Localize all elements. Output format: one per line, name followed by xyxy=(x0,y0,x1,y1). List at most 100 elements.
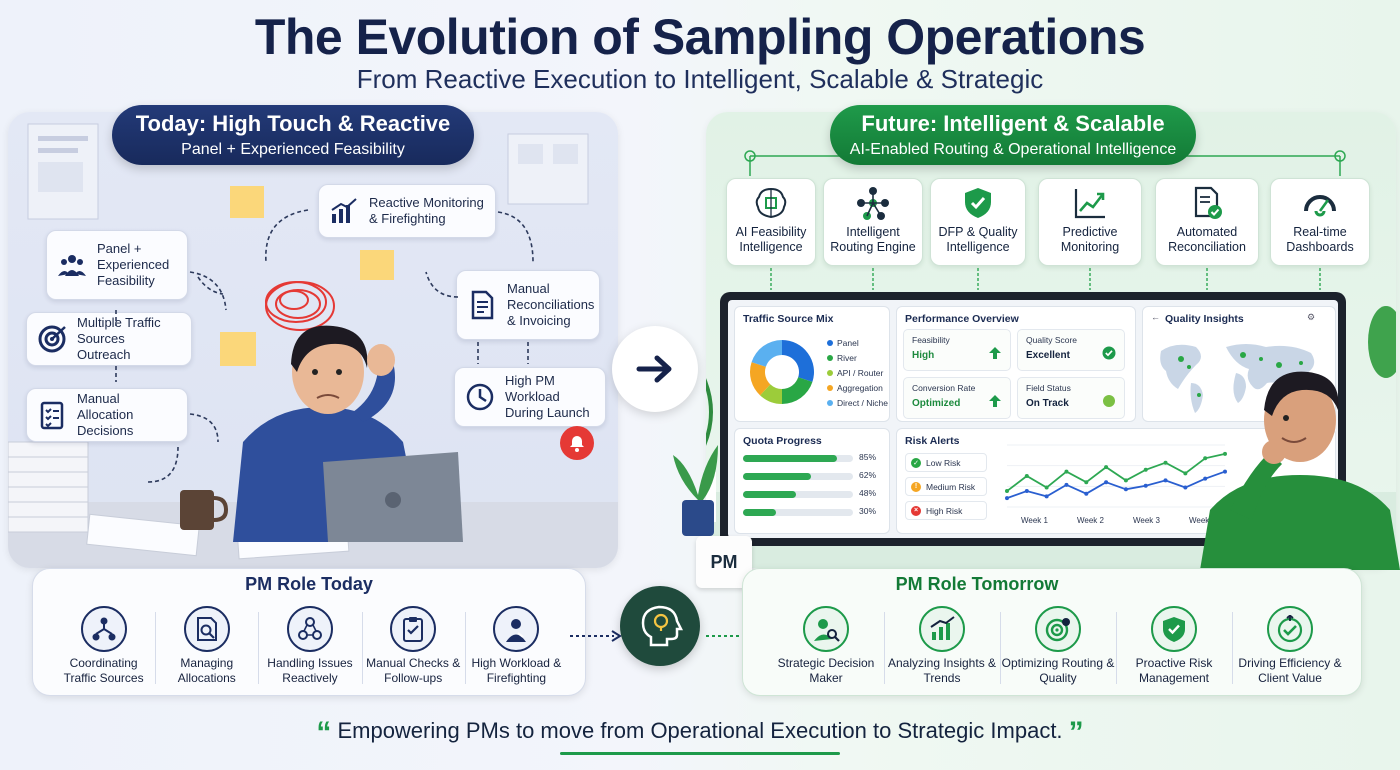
quota-title: Quota Progress xyxy=(743,435,822,447)
legend-item: API / Router xyxy=(827,365,891,380)
clipboard-check-icon xyxy=(390,606,437,652)
tile-ai-feasibility: AI Feasibility Intelligence xyxy=(726,178,816,266)
arrow-right-icon xyxy=(636,355,672,383)
today-panel: Panel + Experienced Feasibility Multiple… xyxy=(8,112,618,568)
role-item: Managing Allocations xyxy=(155,606,258,686)
alarm-bell-icon xyxy=(560,426,594,460)
week-tick-label: Week 2 xyxy=(1077,516,1105,525)
today-heading: Today: High Touch & Reactive xyxy=(135,111,451,136)
gauge-icon xyxy=(1304,195,1336,217)
role-label: Manual Checks & Follow-ups xyxy=(366,656,461,685)
card-reactive-monitoring: Reactive Monitoring & Firefighting xyxy=(318,184,496,238)
risk-level-badge[interactable]: ✓Low Risk xyxy=(905,453,987,472)
green-series-point xyxy=(1024,474,1029,478)
risk-level-label: High Risk xyxy=(926,505,963,516)
tile-routing-engine: Intelligent Routing Engine xyxy=(823,178,923,266)
risk-level-label: Medium Risk xyxy=(926,481,976,492)
people-icon xyxy=(57,250,87,280)
role-label: Managing Allocations xyxy=(177,656,236,685)
role-label: Analyzing Insights & Trends xyxy=(887,656,997,685)
divider xyxy=(361,612,363,684)
card-label: Manual Allocation Decisions xyxy=(77,391,134,438)
settings-icon[interactable]: ⚙ xyxy=(1307,312,1316,322)
back-icon[interactable]: ← xyxy=(1151,312,1160,322)
tile-label: Automated Reconciliation xyxy=(1168,225,1246,254)
kpi-value: High xyxy=(912,350,935,361)
card-label: High PM Workload During Launch xyxy=(505,373,590,420)
role-item: Coordinating Traffic Sources xyxy=(52,606,155,686)
divider xyxy=(1232,612,1233,684)
tile-label: DFP & Quality Intelligence xyxy=(938,225,1018,254)
page-subtitle: From Reactive Execution to Intelligent, … xyxy=(356,64,1044,94)
tile-label: Predictive Monitoring xyxy=(1060,225,1120,254)
legend-item: Aggregation xyxy=(827,380,891,395)
quota-track xyxy=(743,473,853,480)
divider xyxy=(1116,612,1117,684)
up-arrow-icon xyxy=(988,346,1002,360)
tile-label: AI Feasibility Intelligence xyxy=(735,225,807,254)
green-series-point xyxy=(1163,460,1168,465)
role-item: Analyzing Insights & Trends xyxy=(884,606,1000,686)
confident-pm-illustration xyxy=(1200,371,1400,570)
traffic-mix-donut xyxy=(750,340,814,404)
card-label: Reactive Monitoring & Firefighting xyxy=(369,195,484,226)
person-search-icon xyxy=(803,606,849,652)
pm-role-today-title: PM Role Today xyxy=(245,574,373,594)
green-series-point xyxy=(1223,451,1227,456)
card-traffic-sources: Multiple Traffic Sources Outreach xyxy=(26,312,192,366)
legend-swatch xyxy=(827,384,833,391)
blue-series-point xyxy=(1084,491,1089,496)
blue-series-point xyxy=(1044,494,1049,499)
risk-indicator-icon: ✓ xyxy=(911,457,921,468)
blue-series-point xyxy=(1223,469,1227,474)
document-icon xyxy=(467,290,497,320)
future-banner: Future: Intelligent & Scalable AI-Enable… xyxy=(830,105,1196,165)
donut-slice xyxy=(760,384,782,404)
quota-fill xyxy=(743,455,837,462)
role-label: Handling Issues Reactively xyxy=(267,656,353,685)
legend-item: River xyxy=(827,350,891,365)
flow-arrows xyxy=(115,209,534,483)
legend-label: Aggregation xyxy=(837,382,883,393)
kpi-value: Optimized xyxy=(912,398,961,409)
blue-series-point xyxy=(1104,480,1109,485)
donut-slice xyxy=(750,362,771,396)
tile-dfp-quality: DFP & Quality Intelligence xyxy=(930,178,1026,266)
check-circle-icon xyxy=(1102,346,1116,360)
quota-label: 85% xyxy=(859,452,877,462)
role-item: High Workload & Firefighting xyxy=(465,606,568,686)
transition-arrow xyxy=(612,326,698,412)
open-quote-icon: “ xyxy=(316,716,332,749)
stress-scribble xyxy=(265,281,335,331)
week-tick-label: Week 4 xyxy=(1189,516,1217,525)
green-series-point xyxy=(1143,467,1148,472)
legend-label: River xyxy=(837,352,857,363)
target-icon xyxy=(37,324,67,354)
risk-level-badge[interactable]: !Medium Risk xyxy=(905,477,987,496)
close-quote-icon: ” xyxy=(1068,716,1084,749)
donut-slice xyxy=(782,377,813,404)
tile-realtime-dashboards: Real-time Dashboards xyxy=(1270,178,1370,266)
legend-item: Direct / Niche xyxy=(827,395,891,410)
checklist-icon xyxy=(37,400,67,430)
blue-series-line xyxy=(1006,470,1226,499)
divider xyxy=(464,612,466,684)
quota-label: 48% xyxy=(859,488,877,498)
role-label: Optimizing Routing & Quality xyxy=(1001,656,1115,685)
card-manual-reconciliations: Manual Reconciliations & Invoicing xyxy=(456,270,600,340)
green-series-point xyxy=(1203,456,1208,461)
blue-series-point xyxy=(1163,478,1168,483)
tile-predictive-monitoring: Predictive Monitoring xyxy=(1038,178,1142,266)
legend-swatch xyxy=(827,369,833,376)
role-item: Optimizing Routing & Quality xyxy=(1000,606,1116,686)
blue-series-point xyxy=(1123,487,1128,492)
role-label: Proactive Risk Management xyxy=(1135,656,1213,685)
legend-item: Panel xyxy=(827,335,891,350)
page-title: The Evolution of Sampling Operations xyxy=(254,9,1146,65)
up-arrow-icon xyxy=(988,394,1002,408)
risk-level-badge[interactable]: ×High Risk xyxy=(905,501,987,520)
card-label: Panel + Experienced Feasibility xyxy=(97,241,170,288)
